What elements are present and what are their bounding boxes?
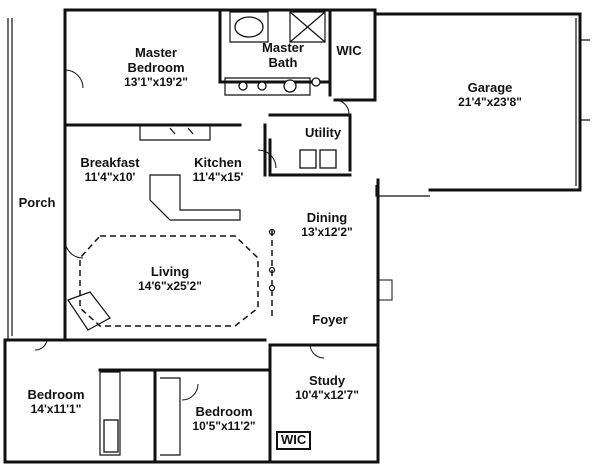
breakfast-label: Breakfast 11'4"x10' — [80, 155, 140, 184]
bedroom-left-label: Bedroom 14'x11'1" — [27, 387, 85, 416]
vanity — [224, 77, 311, 96]
porch-outline — [7, 18, 65, 341]
garage-label: Garage 21'4"x23'8" — [458, 80, 522, 109]
bathtub-2 — [103, 419, 119, 453]
bathtub — [229, 11, 269, 43]
wic-bottom-label: WIC — [276, 431, 312, 450]
garage-walls — [373, 12, 582, 192]
washer — [299, 149, 317, 169]
utility-label: Utility — [304, 125, 342, 140]
living-label: Living 14'6"x25'2" — [138, 264, 202, 293]
kitchen-label: Kitchen 11'4"x15' — [192, 155, 244, 184]
master-bath-label: Master Bath — [262, 40, 304, 70]
porch-label: Porch — [18, 195, 56, 210]
fireplace — [67, 291, 111, 331]
kitchen-counter — [149, 174, 241, 221]
living-ceiling-outline — [79, 235, 259, 327]
master-bedroom-label: Master Bedroom 13'1"x19'2" — [124, 45, 188, 89]
bedroom-mid-label: Bedroom 10'5"x11'2" — [192, 404, 256, 433]
closet — [99, 371, 121, 456]
wic-top-label: WIC — [336, 43, 362, 58]
dryer — [319, 149, 337, 169]
dining-label: Dining 13'x12'2" — [301, 210, 353, 239]
study-label: Study 10'4"x12'7" — [295, 373, 359, 402]
foyer-label: Foyer — [312, 312, 348, 327]
